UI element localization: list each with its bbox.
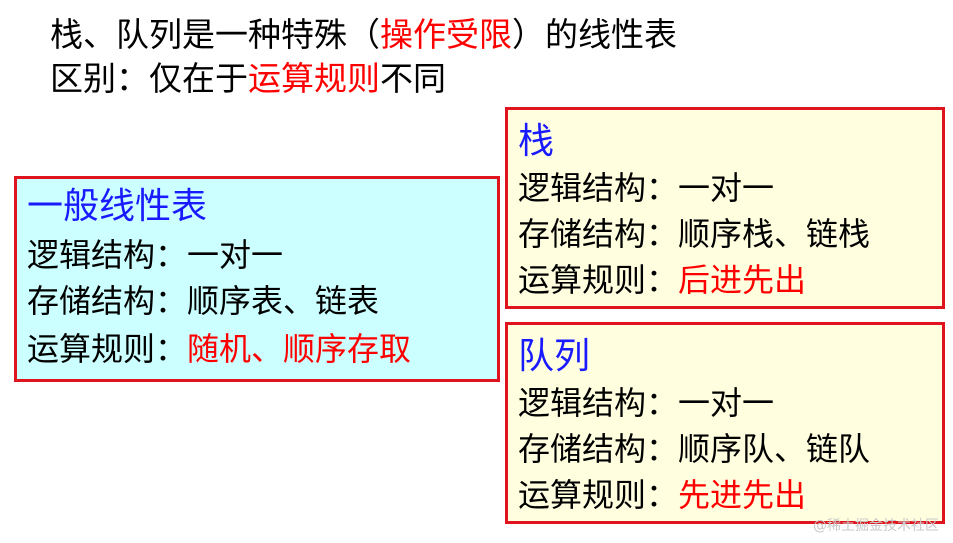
linear-rule-row: 运算规则：随机、顺序存取 [27,329,411,369]
header-highlight-rules: 运算规则 [248,59,380,98]
logic-label: 逻辑结构： [518,384,679,422]
storage-value: 顺序栈、链栈 [678,215,871,253]
rule-value: 随机、顺序存取 [187,330,412,368]
stack-logic-row: 逻辑结构：一对一 [518,168,774,208]
stack-storage-row: 存储结构：顺序栈、链栈 [518,214,870,254]
linear-list-title: 一般线性表 [27,186,208,227]
rule-label: 运算规则： [27,330,188,368]
stack-rule-row: 运算规则：后进先出 [518,260,806,300]
watermark-text: @稀土掘金技术社区 [813,518,939,534]
stack-title: 栈 [518,121,555,162]
queue-box: 队列 逻辑结构：一对一 存储结构：顺序队、链队 运算规则：先进先出 [505,322,945,524]
storage-label: 存储结构： [27,282,188,320]
queue-rule-row: 运算规则：先进先出 [518,475,806,515]
queue-title: 队列 [518,336,591,377]
header-line-1-text: 栈、队列是一种特殊（ [50,15,380,54]
storage-label: 存储结构： [518,430,679,468]
logic-value: 一对一 [678,169,775,207]
stack-box: 栈 逻辑结构：一对一 存储结构：顺序栈、链栈 运算规则：后进先出 [505,107,945,309]
logic-label: 逻辑结构： [518,169,679,207]
header-line-2-text: 区别：仅在于 [50,59,248,98]
header-line-2: 区别：仅在于运算规则不同 [50,58,446,100]
logic-value: 一对一 [187,236,284,274]
storage-value: 顺序表、链表 [187,282,380,320]
storage-label: 存储结构： [518,215,679,253]
linear-list-box: 一般线性表 逻辑结构：一对一 存储结构：顺序表、链表 运算规则：随机、顺序存取 [14,176,500,382]
rule-value: 先进先出 [678,476,807,514]
header-line-2-end: 不同 [380,59,446,98]
linear-storage-row: 存储结构：顺序表、链表 [27,281,379,321]
rule-value: 后进先出 [678,261,807,299]
linear-logic-row: 逻辑结构：一对一 [27,235,283,275]
header-highlight-restricted: 操作受限 [380,15,512,54]
header-line-1: 栈、队列是一种特殊（操作受限）的线性表 [50,14,677,56]
logic-label: 逻辑结构： [27,236,188,274]
storage-value: 顺序队、链队 [678,430,871,468]
header-line-1-end: ）的线性表 [512,15,677,54]
queue-storage-row: 存储结构：顺序队、链队 [518,429,870,469]
queue-logic-row: 逻辑结构：一对一 [518,383,774,423]
rule-label: 运算规则： [518,476,679,514]
rule-label: 运算规则： [518,261,679,299]
logic-value: 一对一 [678,384,775,422]
